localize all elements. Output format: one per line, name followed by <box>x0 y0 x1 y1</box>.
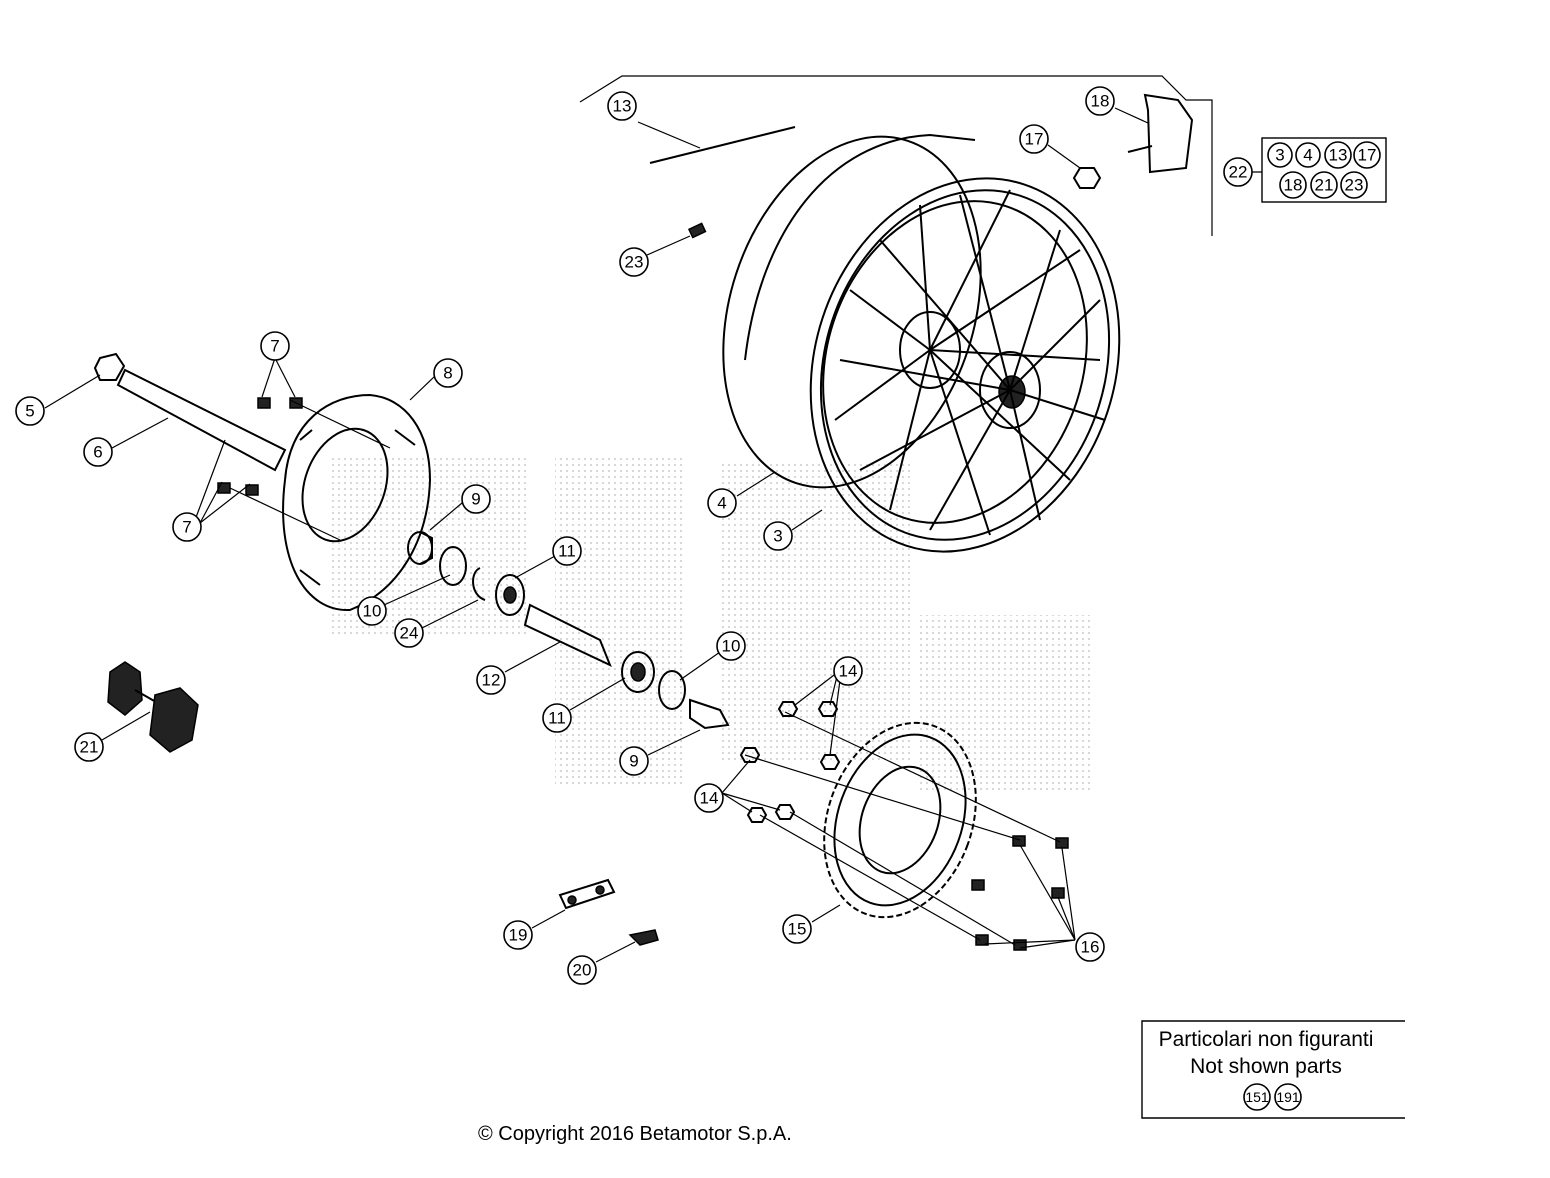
callout-18: 18 <box>1085 86 1115 116</box>
svg-text:5: 5 <box>25 402 34 421</box>
callout-11-left: 11 <box>552 536 582 566</box>
svg-text:8: 8 <box>443 364 452 383</box>
svg-text:19: 19 <box>509 926 528 945</box>
hub-part <box>107 661 199 753</box>
svg-text:3: 3 <box>773 527 782 546</box>
valve-nut-part <box>1072 167 1102 189</box>
svg-text:13: 13 <box>1329 146 1348 165</box>
svg-text:7: 7 <box>270 337 279 356</box>
svg-text:21: 21 <box>1315 176 1334 195</box>
callout-4: 4 <box>707 488 737 518</box>
callout-16: 16 <box>1075 932 1105 962</box>
svg-text:7: 7 <box>182 518 191 537</box>
rim-lock-part <box>1143 93 1194 174</box>
not-shown-191: 191 <box>1274 1083 1302 1111</box>
svg-text:22: 22 <box>1229 163 1248 182</box>
callout-7-bottom: 7 <box>172 512 202 542</box>
kit-item-3: 3 <box>1267 142 1293 168</box>
svg-text:10: 10 <box>363 602 382 621</box>
callout-14-bottom: 14 <box>694 783 724 813</box>
callout-17: 17 <box>1019 124 1049 154</box>
callout-9-left: 9 <box>461 484 491 514</box>
not-shown-box <box>1141 1020 1405 1119</box>
kit-bracket <box>579 75 1213 236</box>
callout-6: 6 <box>83 437 113 467</box>
callout-8: 8 <box>433 358 463 388</box>
callout-20: 20 <box>567 955 597 985</box>
chain-link-part <box>558 878 616 910</box>
svg-text:12: 12 <box>482 671 501 690</box>
kit-item-21: 21 <box>1310 171 1338 199</box>
left-hub-parts <box>407 531 525 616</box>
svg-text:13: 13 <box>613 97 632 116</box>
kit-item-13: 13 <box>1324 141 1352 169</box>
copyright-text: © Copyright 2016 Betamotor S.p.A. <box>478 1123 792 1145</box>
callout-21: 21 <box>74 732 104 762</box>
callout-10-right: 10 <box>716 631 746 661</box>
svg-text:18: 18 <box>1091 92 1110 111</box>
not-shown-title-it: Particolari non figuranti <box>1159 1028 1374 1051</box>
axle-part <box>116 368 287 472</box>
kit-item-17: 17 <box>1353 141 1381 169</box>
callout-12: 12 <box>476 665 506 695</box>
svg-text:18: 18 <box>1284 176 1303 195</box>
svg-text:191: 191 <box>1276 1089 1300 1105</box>
svg-text:4: 4 <box>1303 146 1312 165</box>
svg-text:9: 9 <box>629 752 638 771</box>
callout-24: 24 <box>394 618 424 648</box>
hub-spacer-part <box>523 603 612 667</box>
callout-15: 15 <box>782 914 812 944</box>
svg-text:16: 16 <box>1081 938 1100 957</box>
callout-9-right: 9 <box>619 746 649 776</box>
svg-text:11: 11 <box>558 542 576 561</box>
spoke-part <box>649 126 796 164</box>
rear-wheel <box>722 133 1121 553</box>
svg-text:14: 14 <box>839 662 858 681</box>
svg-text:3: 3 <box>1275 146 1284 165</box>
nipple-part <box>687 222 707 239</box>
svg-text:9: 9 <box>471 490 480 509</box>
callout-19: 19 <box>503 920 533 950</box>
kit-item-4: 4 <box>1295 142 1321 168</box>
svg-text:4: 4 <box>717 494 726 513</box>
svg-text:10: 10 <box>722 637 741 656</box>
svg-text:24: 24 <box>400 624 419 643</box>
kit-item-18: 18 <box>1279 171 1307 199</box>
right-hub-parts <box>621 651 730 730</box>
callout-13: 13 <box>607 91 637 121</box>
svg-text:151: 151 <box>1245 1089 1269 1105</box>
svg-text:15: 15 <box>788 920 807 939</box>
svg-text:21: 21 <box>80 738 99 757</box>
callout-22: 22 <box>1223 157 1253 187</box>
kit-item-23: 23 <box>1340 171 1368 199</box>
svg-text:17: 17 <box>1358 146 1377 165</box>
svg-text:14: 14 <box>700 789 719 808</box>
brake-disc-part <box>282 393 432 612</box>
sprocket-bolts <box>971 835 1069 951</box>
callout-7-top: 7 <box>260 331 290 361</box>
callout-10-left: 10 <box>357 596 387 626</box>
chain-clip-part <box>628 929 659 946</box>
callout-11-right: 11 <box>542 703 572 733</box>
svg-text:23: 23 <box>1345 176 1364 195</box>
axle-nut-part <box>93 352 126 381</box>
watermark <box>330 455 1090 790</box>
callout-14-top: 14 <box>833 656 863 686</box>
kit-box <box>1261 137 1387 203</box>
svg-text:17: 17 <box>1025 130 1044 149</box>
svg-text:20: 20 <box>573 961 592 980</box>
leader-lines <box>44 107 1262 963</box>
callout-5: 5 <box>15 396 45 426</box>
not-shown-title-en: Not shown parts <box>1190 1055 1342 1078</box>
svg-text:11: 11 <box>548 709 566 728</box>
callout-23: 23 <box>619 247 649 277</box>
svg-text:23: 23 <box>625 253 644 272</box>
sprocket-part <box>823 721 977 919</box>
callout-3: 3 <box>763 521 793 551</box>
svg-text:6: 6 <box>93 443 102 462</box>
not-shown-151: 151 <box>1243 1083 1271 1111</box>
